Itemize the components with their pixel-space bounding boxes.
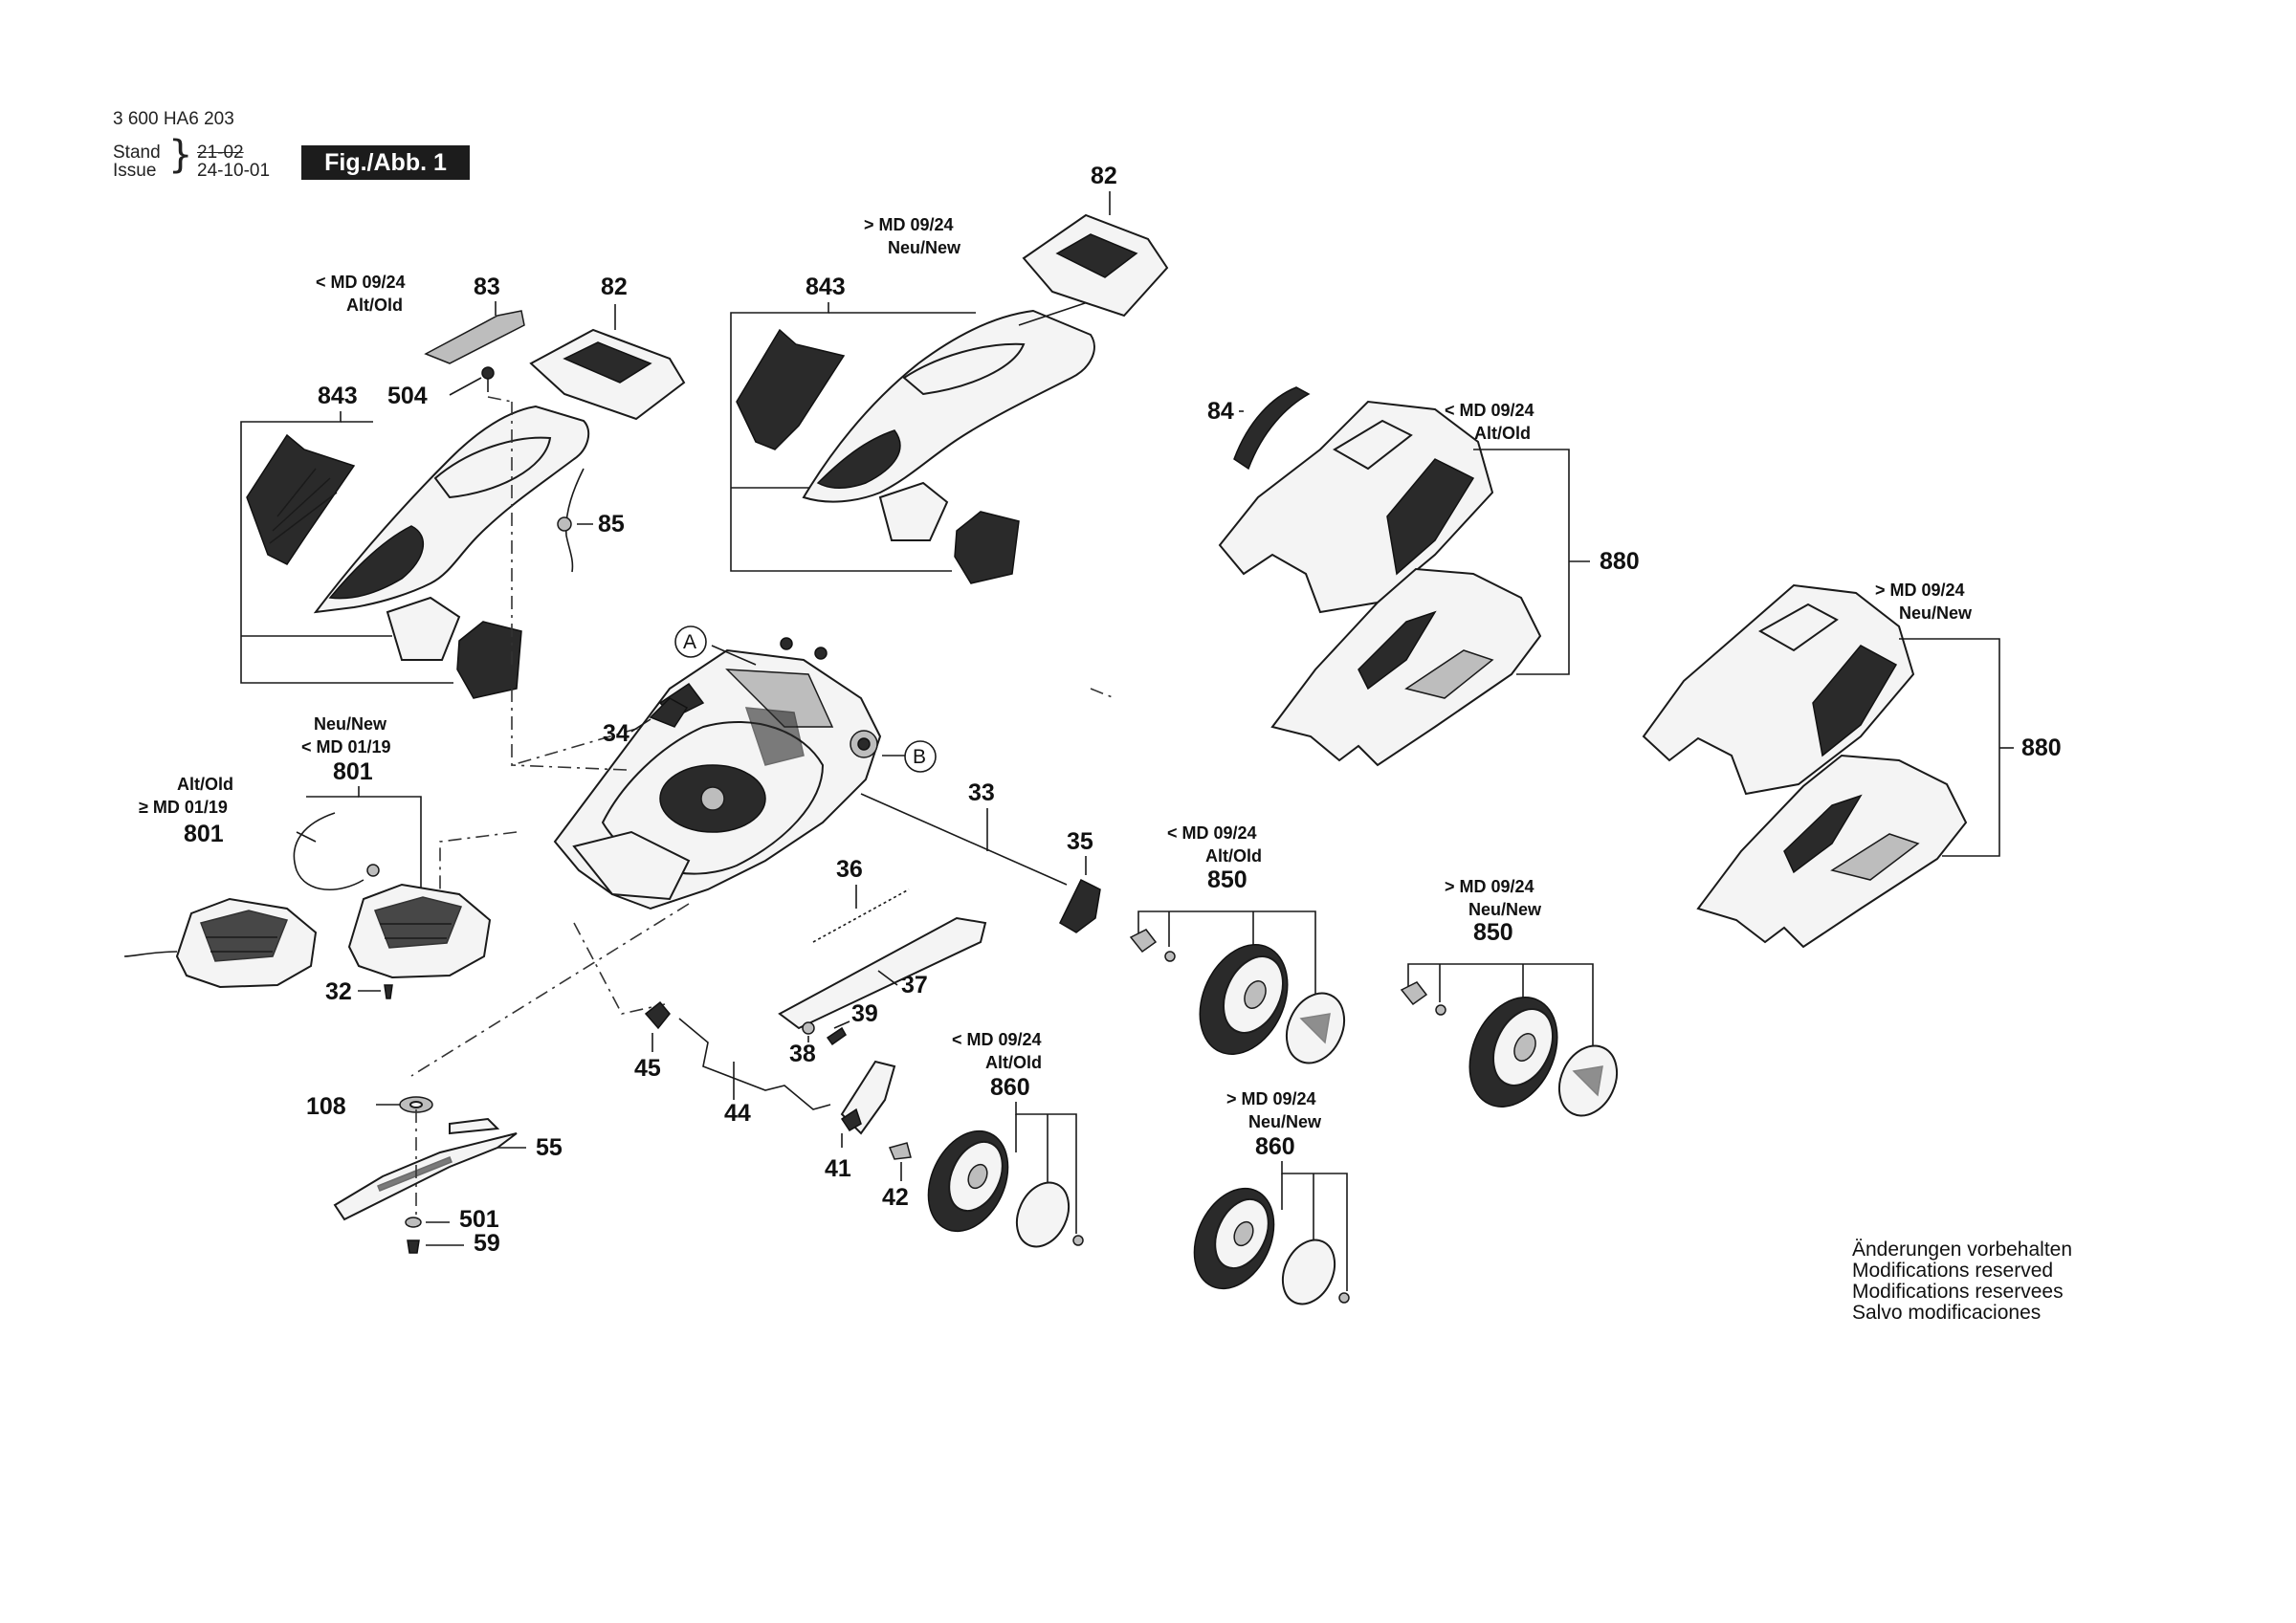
part-label-843-new: 843	[806, 274, 846, 300]
catcher-tray-new	[1696, 754, 1968, 949]
part-label-83: 83	[474, 274, 500, 300]
notice-line-fr: Modifications reservees	[1852, 1281, 2064, 1303]
notice-line-de: Änderungen vorbehalten	[1852, 1239, 2073, 1261]
part-label-35: 35	[1067, 828, 1093, 855]
note-motor-md0119: < MD 01/19	[301, 737, 391, 757]
grass-catcher-old: 84 < MD 09/24 Alt/Old 880	[1207, 386, 1640, 767]
motor-assembly-801: Neu/New < MD 01/19 801 Alt/Old ≥ MD 01/1…	[123, 714, 492, 1005]
note-alt-catcher-old: Alt/Old	[1474, 424, 1531, 443]
part-label-59: 59	[474, 1230, 500, 1257]
grass-catcher-new: > MD 09/24 Neu/New 880	[1642, 581, 2062, 949]
part-label-85: 85	[598, 511, 625, 537]
catcher-lid-new	[1642, 583, 1915, 796]
part-label-501: 501	[459, 1206, 499, 1233]
grip-left	[246, 433, 356, 565]
part-label-860-new: 860	[1255, 1133, 1295, 1160]
note-860-md-new: > MD 09/24	[1226, 1089, 1316, 1108]
document-number: 3 600 HA6 203	[113, 109, 234, 129]
note-860-md-old: < MD 09/24	[952, 1030, 1042, 1049]
blade-55	[333, 1132, 518, 1221]
mower-deck: A B 34	[410, 625, 1115, 1077]
note-md-catcher-new: > MD 09/24	[1875, 581, 1965, 600]
brace-icon: }	[168, 133, 193, 177]
part-label-38: 38	[789, 1041, 816, 1067]
issue-date: 24-10-01	[197, 161, 271, 181]
part-label-55: 55	[536, 1134, 563, 1161]
note-motor-old: Alt/Old	[177, 775, 233, 794]
note-860-alt: Alt/Old	[985, 1053, 1042, 1072]
note-motor-new: Neu/New	[314, 714, 387, 734]
callout-b: B	[913, 746, 926, 768]
cover-83	[424, 310, 525, 364]
part-label-82: 82	[601, 274, 628, 300]
wheel-850-new: > MD 09/24 Neu/New 850	[1400, 877, 1619, 1117]
handle-assembly-new: 82 > MD 09/24 Neu/New 843	[730, 163, 1169, 584]
callout-a-circle	[674, 625, 707, 658]
note-md-old: < MD 09/24	[316, 273, 406, 292]
note-850-md-new: > MD 09/24	[1445, 877, 1534, 896]
part-label-82-new: 82	[1091, 163, 1117, 189]
issue-label: Issue	[113, 161, 157, 181]
part-label-42: 42	[882, 1184, 909, 1211]
note-alt-old: Alt/Old	[346, 296, 403, 315]
part-label-860-old: 860	[990, 1074, 1030, 1101]
wheel-860-old: < MD 09/24 Alt/Old 860	[927, 1030, 1084, 1248]
note-860-neu: Neu/New	[1248, 1112, 1322, 1131]
note-850-neu: Neu/New	[1468, 900, 1542, 919]
blade-assembly: 108 55 501 59	[306, 1093, 563, 1257]
note-850-md-old: < MD 09/24	[1167, 823, 1257, 843]
catcher-handle-84	[1233, 386, 1311, 471]
callout-a: A	[683, 631, 696, 653]
grip-bottom-new	[954, 511, 1020, 584]
wheel-860-new: > MD 09/24 Neu/New 860	[1193, 1089, 1350, 1305]
part-label-801-new: 801	[333, 758, 373, 785]
handle-assembly-old: < MD 09/24 Alt/Old 83 82 843 504 85	[240, 273, 686, 767]
note-neu-new: Neu/New	[888, 238, 961, 257]
height-adjust-assembly: 33 35 36 37 39 38 45 44 41 42	[634, 779, 1101, 1211]
part-label-45: 45	[634, 1055, 661, 1082]
notice-line-en: Modifications reserved	[1852, 1260, 2054, 1282]
notice-line-es: Salvo modificaciones	[1852, 1302, 2042, 1324]
part-label-33: 33	[968, 779, 995, 806]
stand-label: Stand	[113, 143, 161, 163]
note-md-catcher-old: < MD 09/24	[1445, 401, 1534, 420]
part-label-880-new: 880	[2021, 735, 2062, 761]
part-label-44: 44	[724, 1100, 751, 1127]
part-label-504: 504	[387, 383, 428, 409]
part-label-84: 84	[1207, 398, 1234, 425]
wheel-850-old: < MD 09/24 Alt/Old 850	[1129, 823, 1346, 1064]
bracket-35	[1059, 878, 1101, 933]
part-label-843: 843	[318, 383, 358, 409]
callout-b-circle	[904, 740, 937, 773]
note-neu-catcher-new: Neu/New	[1899, 603, 1973, 623]
catcher-lid-old	[1218, 400, 1494, 614]
part-label-850-old: 850	[1207, 866, 1247, 893]
catcher-tray-old	[1270, 567, 1542, 767]
part-label-850-new: 850	[1473, 919, 1513, 946]
note-motor-ge0119: ≥ MD 01/19	[139, 798, 228, 817]
grip-left-new	[736, 328, 846, 450]
part-label-32: 32	[325, 978, 352, 1005]
modifications-notice: Änderungen vorbehalten Modifications res…	[1852, 1239, 2072, 1324]
part-label-880: 880	[1600, 548, 1640, 575]
part-34-clip	[649, 697, 689, 728]
figure-badge: Fig./Abb. 1	[301, 145, 470, 180]
stand-date: 21-02	[197, 143, 244, 163]
part-label-801-old: 801	[184, 821, 224, 847]
grip-bottom	[456, 621, 522, 699]
part-label-108: 108	[306, 1093, 346, 1120]
part-label-41: 41	[825, 1155, 851, 1182]
part-label-36: 36	[836, 856, 863, 883]
note-md-new: > MD 09/24	[864, 215, 954, 234]
part-label-34: 34	[603, 720, 629, 747]
part-label-39: 39	[851, 1000, 878, 1027]
note-850-alt: Alt/Old	[1205, 846, 1262, 866]
